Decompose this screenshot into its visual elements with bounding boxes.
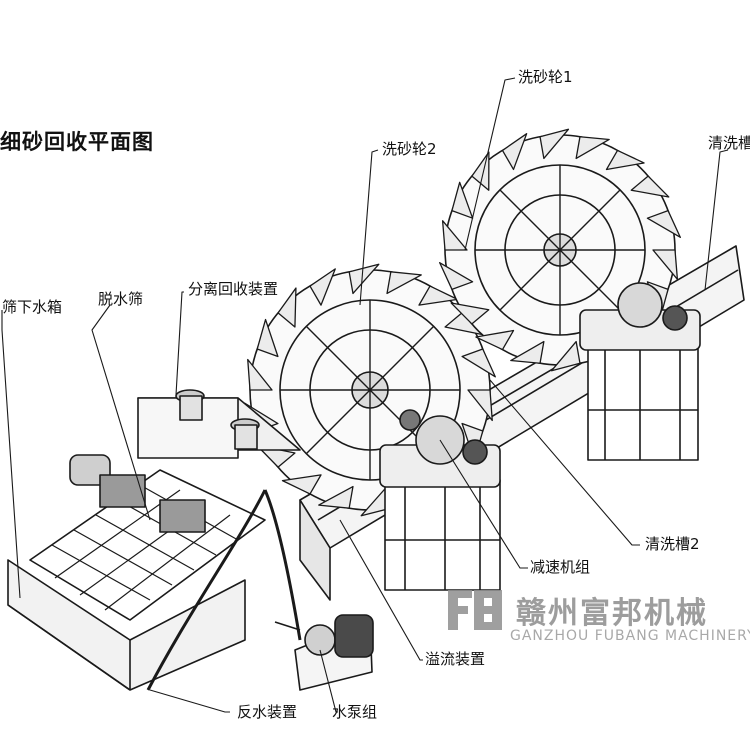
label-wash-tank-1: 清洗槽 — [708, 134, 750, 152]
wheel-bucket — [467, 389, 493, 422]
label-wheel-2: 洗砂轮2 — [382, 140, 437, 158]
label-separation-unit: 分离回收装置 — [188, 280, 279, 298]
wheel-bucket — [451, 181, 474, 219]
wheel-bucket — [256, 318, 279, 358]
wheel-bucket — [501, 133, 528, 171]
brand-watermark: 赣州富邦机械 GANZHOU FUBANG MACHINERY — [440, 584, 750, 652]
under-screen-water-tank — [7, 559, 246, 691]
label-wash-tank-2: 清洗槽2 — [645, 535, 700, 553]
wheel-bucket — [652, 249, 679, 280]
brand-name-en: GANZHOU FUBANG MACHINERY — [510, 628, 750, 644]
wheel-bucket — [450, 302, 490, 325]
wheel-bucket — [646, 210, 681, 239]
wheel-bucket — [318, 485, 354, 509]
wheel-bucket — [539, 128, 570, 160]
wheel-bucket — [575, 136, 610, 160]
wheel-bucket — [605, 149, 645, 171]
page-title: 细砂回收平面图 — [0, 130, 154, 154]
wheel-bucket — [461, 348, 496, 378]
pump-group — [274, 614, 374, 691]
backwater-pipe — [146, 489, 302, 691]
wheel-bucket — [281, 474, 322, 495]
wheel-bucket — [441, 220, 468, 251]
label-overflow: 溢流装置 — [425, 650, 486, 668]
label-reducer: 减速机组 — [530, 558, 591, 576]
label-pump-group: 水泵组 — [332, 703, 378, 721]
wheel-bucket — [418, 285, 459, 306]
reducer-frame-1 — [579, 282, 701, 461]
wheel-bucket — [348, 263, 380, 295]
label-dewatering-screen: 脱水筛 — [98, 290, 144, 308]
wheel-bucket — [309, 268, 336, 306]
wheel-bucket — [439, 261, 474, 290]
wheel-bucket — [247, 358, 273, 391]
brand-logo-icon — [448, 590, 502, 630]
wheel-bucket — [277, 287, 297, 328]
callout-lines — [1, 77, 729, 713]
wheel-bucket — [510, 340, 545, 364]
wheel-bucket — [550, 340, 581, 372]
reducer-frame-2 — [379, 409, 501, 591]
label-under-screen-water-tank: 筛下水箱 — [2, 298, 63, 316]
wheel-bucket — [386, 271, 422, 295]
label-wheel-1: 洗砂轮1 — [518, 68, 573, 86]
separation-unit — [137, 389, 301, 459]
wheel-bucket — [475, 329, 515, 351]
brand-name-cn: 赣州富邦机械 — [516, 596, 708, 631]
label-backwater: 反水装置 — [237, 703, 298, 721]
wheel-bucket — [630, 175, 670, 198]
